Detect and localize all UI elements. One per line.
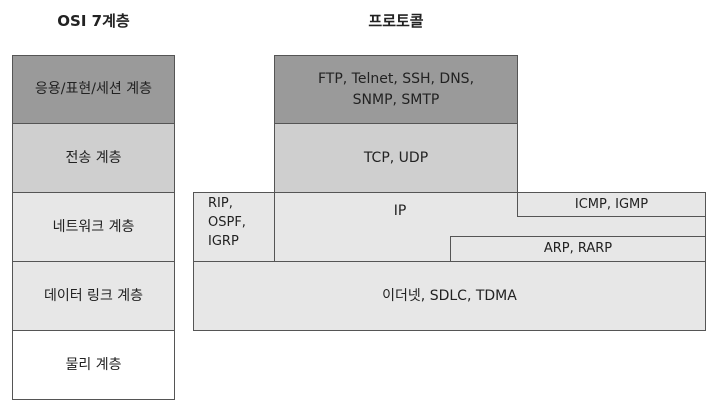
protocol-transport-label: TCP, UDP: [363, 149, 429, 166]
protocol-datalink: 이더넷, SDLC, TDMA: [193, 261, 706, 331]
protocol-transport: TCP, UDP: [274, 123, 518, 193]
osi-layer-transport: 전송 계층: [12, 123, 175, 193]
protocol-ip-label: IP: [393, 203, 407, 219]
osi-layer-application: 응용/표현/세션 계층: [12, 55, 175, 124]
protocol-icmp: ICMP, IGMP: [517, 192, 706, 217]
osi-heading: OSI 7계층: [57, 12, 130, 30]
protocol-routing-rip: RIP,: [208, 196, 233, 211]
osi-layer-transport-label: 전송 계층: [65, 149, 122, 166]
protocol-routing-ospf: OSPF,: [208, 214, 246, 230]
protocol-routing: RIP, OSPF, IGRP: [193, 192, 275, 262]
protocol-routing-igrp: IGRP: [208, 233, 239, 249]
osi-layer-network: 네트워크 계층: [12, 192, 175, 262]
osi-layer-physical: 물리 계층: [12, 330, 175, 400]
protocol-datalink-label: 이더넷, SDLC, TDMA: [382, 287, 517, 304]
protocol-arp: ARP, RARP: [450, 236, 706, 262]
protocol-application-line1: FTP, Telnet, SSH, DNS,: [317, 70, 475, 87]
osi-layer-network-label: 네트워크 계층: [52, 218, 135, 235]
osi-layer-application-label: 응용/표현/세션 계층: [35, 81, 152, 97]
protocol-heading: 프로토콜: [368, 12, 424, 30]
protocol-application: FTP, Telnet, SSH, DNS, SNMP, SMTP: [274, 55, 518, 124]
osi-layer-datalink: 데이터 링크 계층: [12, 261, 175, 331]
protocol-arp-label: ARP, RARP: [543, 241, 613, 257]
osi-layer-physical-label: 물리 계층: [65, 356, 122, 373]
protocol-application-line2: SNMP, SMTP: [352, 91, 440, 108]
protocol-icmp-label: ICMP, IGMP: [574, 196, 649, 212]
osi-layer-datalink-label: 데이터 링크 계층: [43, 287, 144, 304]
